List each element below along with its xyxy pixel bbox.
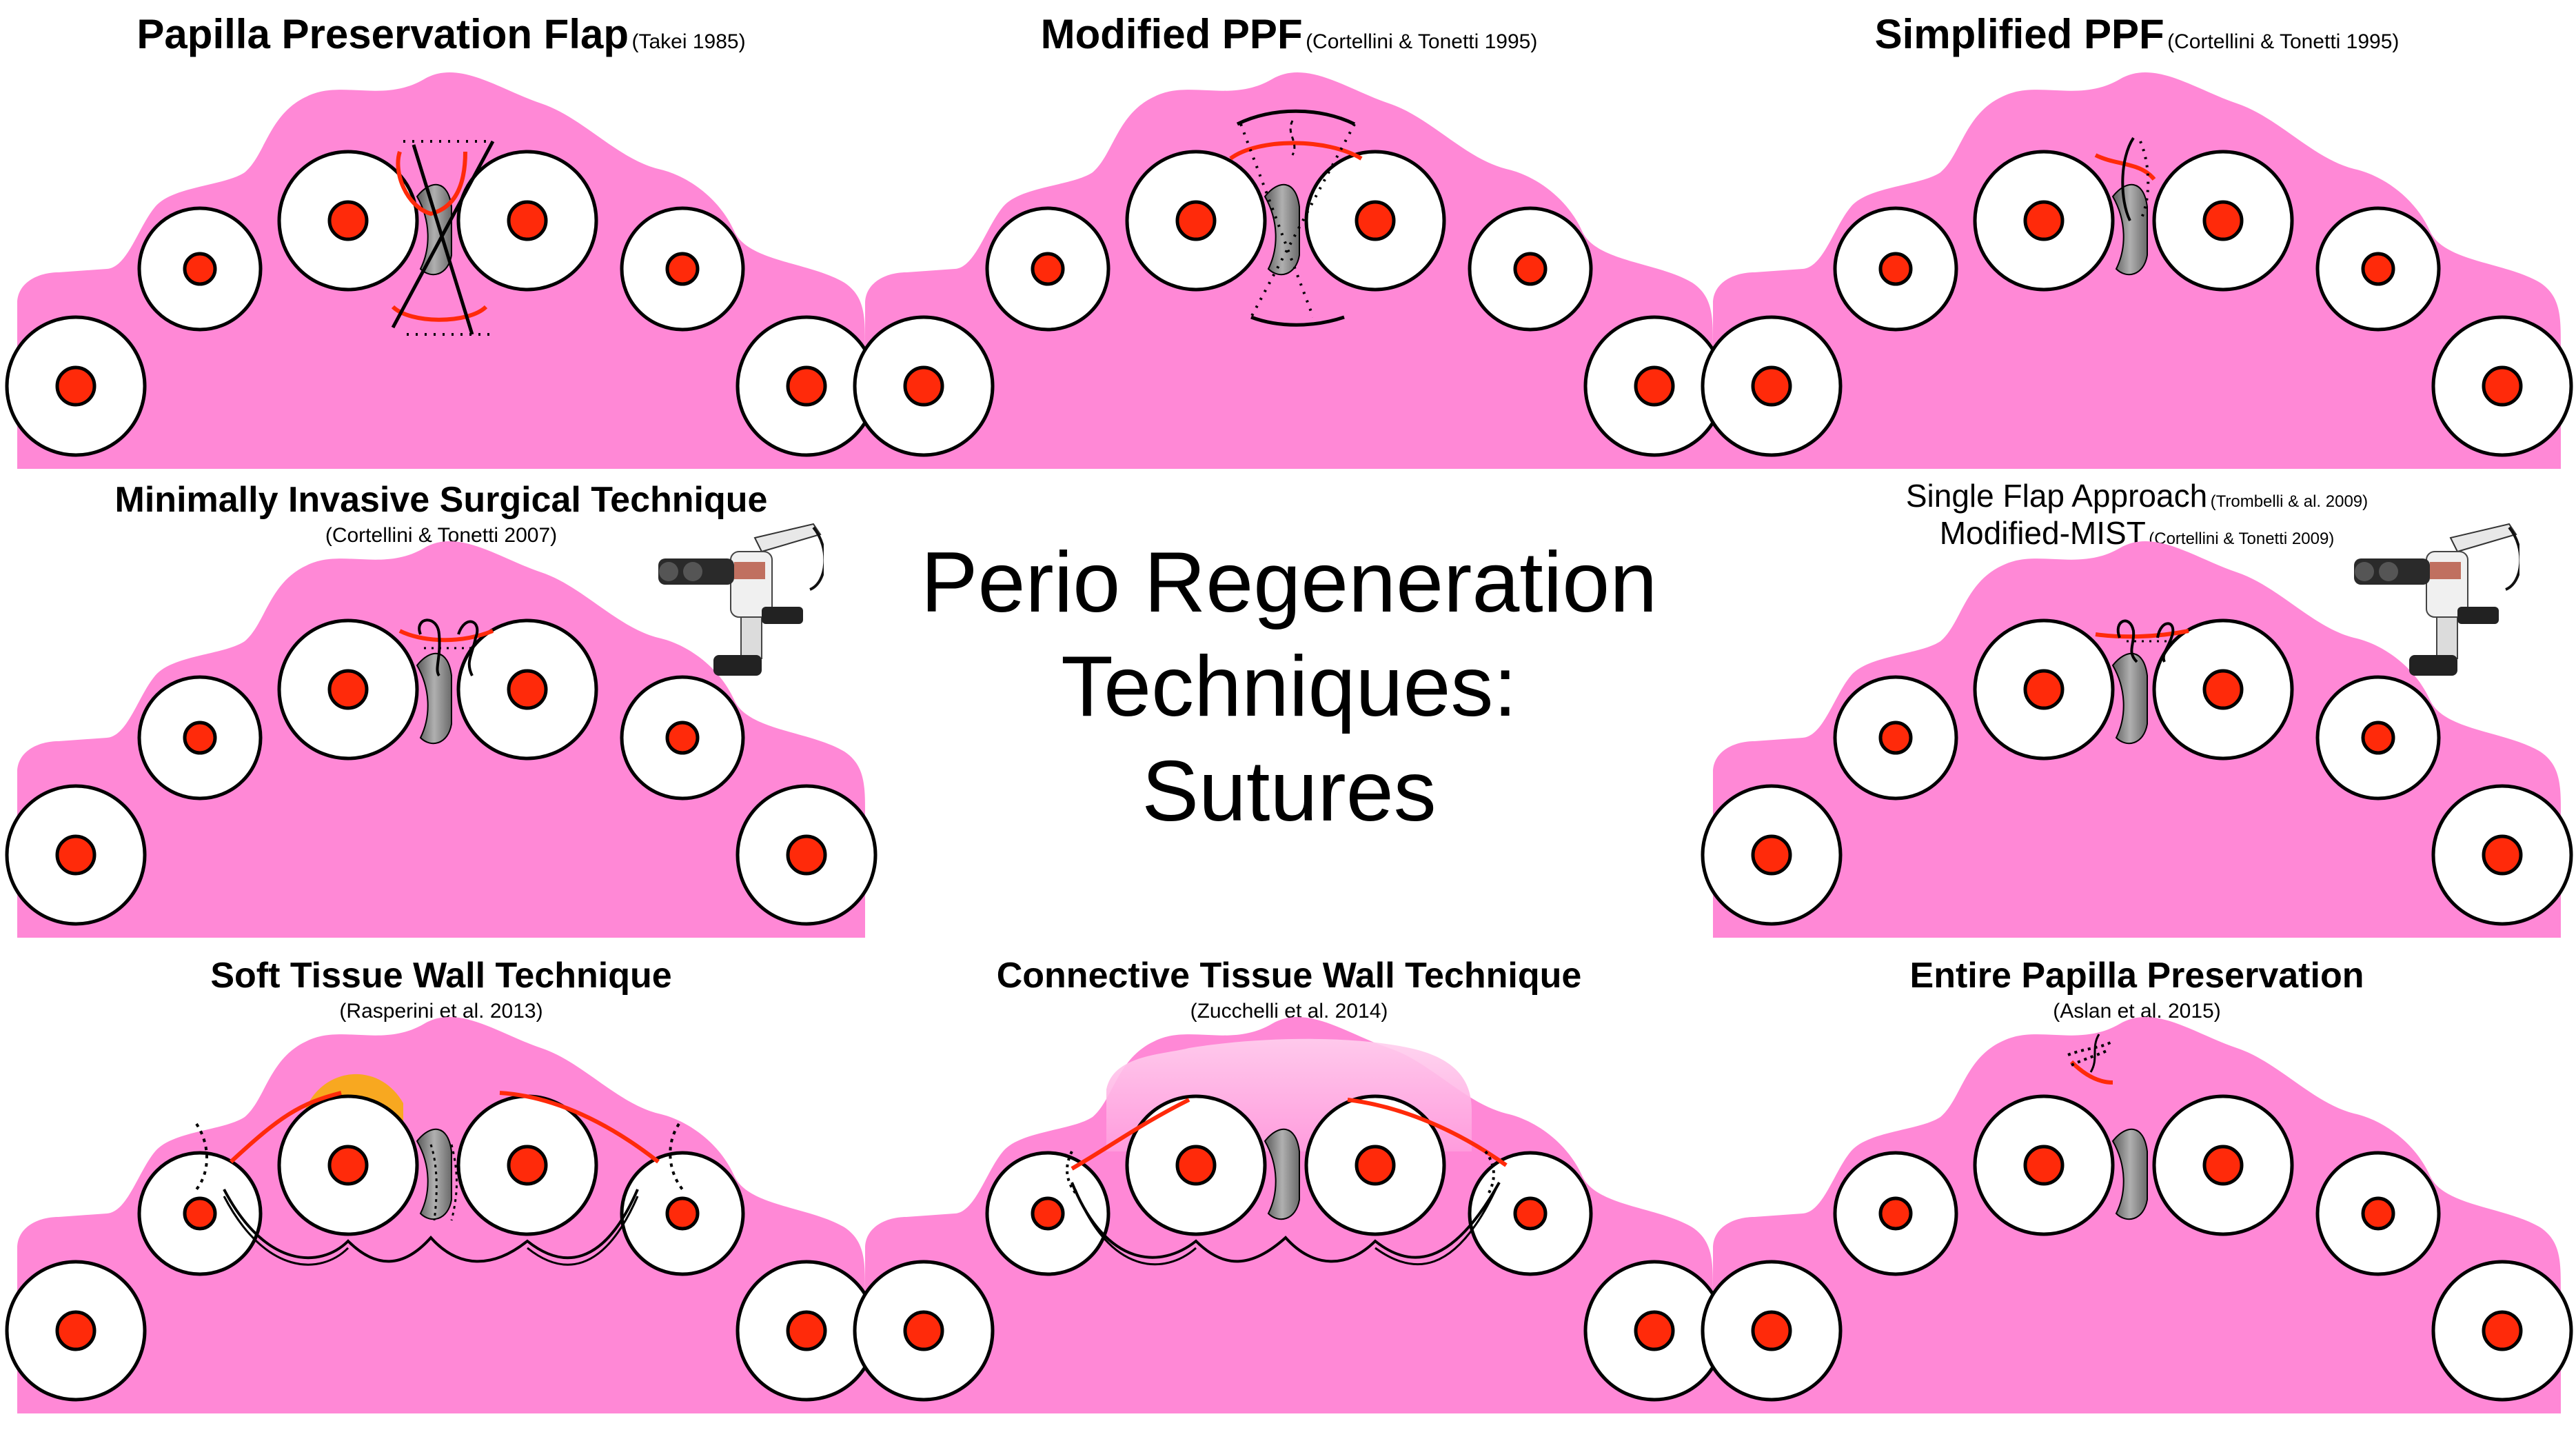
panel-title: Soft Tissue Wall Technique	[17, 955, 865, 996]
suture-cross	[391, 140, 495, 335]
suture-loop	[418, 618, 479, 677]
citation: (Cortellini & Tonetti 1995)	[2167, 30, 2400, 53]
suture-knot	[1289, 120, 1296, 156]
microscope-icon	[657, 523, 824, 677]
citation: (Takei 1985)	[631, 30, 746, 53]
citation: (Trombelli & al. 2009)	[2210, 492, 2369, 511]
suture-dotted	[1239, 123, 1356, 318]
suture-dotted	[403, 140, 493, 336]
connective-tissue-wall-diagram	[865, 1016, 1713, 1413]
panel-single-flap-approach: Single Flap Approach (Trombelli & al. 20…	[1713, 469, 2561, 938]
panel-title: Papilla Preservation Flap (Takei 1985)	[17, 10, 865, 58]
suture-line	[1236, 109, 1356, 126]
technique-name: Simplified PPF	[1874, 11, 2164, 57]
technique-name: Single Flap Approach	[1905, 478, 2208, 514]
soft-tissue-wall-diagram	[17, 1016, 865, 1413]
suture-sling	[1074, 1189, 1497, 1266]
page-title-line: Sutures	[1142, 743, 1437, 839]
suture-dotted	[2067, 1040, 2114, 1067]
panel-title: Simplified PPF (Cortellini & Tonetti 199…	[1713, 10, 2561, 58]
citation: (Cortellini & Tonetti 1995)	[1306, 30, 1538, 53]
panel-title: Single Flap Approach (Trombelli & al. 20…	[1713, 477, 2561, 514]
incision-line	[2095, 629, 2189, 639]
incision-line	[1229, 141, 1363, 161]
panel-title-secondary: Modified-MIST (Cortellini & Tonetti 2009…	[1713, 514, 2561, 552]
technique-name: Minimally Invasive Surgical Technique	[114, 480, 768, 520]
incision-line	[2069, 1060, 2113, 1085]
citation: (Cortellini & Tonetti 2009)	[2149, 530, 2335, 548]
suture-dotted	[2139, 141, 2150, 221]
suture-knot	[2089, 1034, 2100, 1073]
incision-line	[396, 151, 467, 216]
incision-line	[229, 1091, 660, 1164]
microscope-icon	[2353, 523, 2519, 677]
incision-line	[398, 629, 494, 643]
panel-title: Minimally Invasive Surgical Technique	[17, 479, 865, 521]
suture-sling	[223, 1189, 639, 1263]
suture-sling	[1071, 1182, 1501, 1263]
suture-dotted	[195, 1122, 684, 1191]
panel-title: Entire Papilla Preservation	[1713, 955, 2561, 996]
page-title-line: Techniques:	[1061, 639, 1517, 735]
panel-title: Modified PPF (Cortellini & Tonetti 1995)	[865, 10, 1713, 58]
page-title-line: Perio Regeneration	[920, 535, 1658, 630]
panel-title: Connective Tissue Wall Technique	[865, 955, 1713, 996]
technique-name: Modified-MIST	[1939, 515, 2146, 551]
incision-line	[2094, 153, 2156, 181]
suture-line	[1250, 315, 1345, 327]
suture-sling	[223, 1196, 639, 1266]
papilla-preservation-flap-diagram	[17, 72, 865, 470]
panel-simplified-ppf: Simplified PPF (Cortellini & Tonetti 199…	[1713, 0, 2561, 470]
technique-name: Soft Tissue Wall Technique	[210, 956, 672, 996]
technique-name: Papilla Preservation Flap	[136, 11, 629, 57]
panel-soft-tissue-wall: Soft Tissue Wall Technique (Rasperini et…	[17, 945, 865, 1413]
suture-dotted	[429, 1144, 458, 1221]
page-title: Perio Regeneration Techniques: Sutures	[875, 531, 1703, 844]
technique-name: Connective Tissue Wall Technique	[996, 956, 1582, 996]
panel-papilla-preservation-flap: Papilla Preservation Flap (Takei 1985)	[17, 0, 865, 470]
technique-name: Entire Papilla Preservation	[1909, 956, 2364, 996]
suture-line	[2121, 137, 2135, 221]
panel-entire-papilla-preservation: Entire Papilla Preservation (Aslan et al…	[1713, 945, 2561, 1413]
suture-loop	[2116, 619, 2175, 663]
single-flap-approach-diagram	[1713, 541, 2561, 938]
entire-papilla-preservation-diagram	[1713, 1016, 2561, 1413]
suture-dotted	[1066, 1150, 1495, 1194]
panel-connective-tissue-wall: Connective Tissue Wall Technique (Zucche…	[865, 945, 1713, 1413]
technique-name: Modified PPF	[1040, 11, 1303, 57]
modified-ppf-diagram	[865, 72, 1713, 470]
mist-diagram	[17, 541, 865, 938]
simplified-ppf-diagram	[1713, 72, 2561, 470]
panel-mist: Minimally Invasive Surgical Technique (C…	[17, 469, 865, 938]
panel-modified-ppf: Modified PPF (Cortellini & Tonetti 1995)	[865, 0, 1713, 470]
